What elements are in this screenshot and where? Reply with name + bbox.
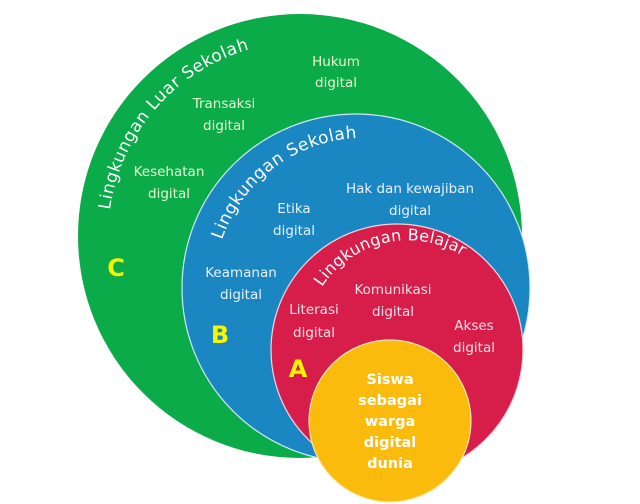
svg-text:digital: digital [293,325,335,341]
outer-item-hukum: Hukum digital [312,54,360,91]
svg-text:warga: warga [365,414,416,430]
svg-text:digital: digital [372,304,414,320]
svg-text:Hak dan kewajiban: Hak dan kewajiban [346,181,474,197]
svg-text:Literasi: Literasi [289,302,338,318]
svg-text:Siswa: Siswa [366,372,413,388]
student-center-circle [308,339,472,503]
learning-letter-a: A [289,355,308,383]
outer-item-transaksi: Transaksi digital [192,96,256,134]
svg-text:digital: digital [203,118,245,134]
svg-text:digital: digital [453,340,495,356]
outer-letter-c: C [107,254,125,282]
svg-text:Hukum: Hukum [312,54,360,70]
school-item-keamanan: Keamanan digital [205,265,277,303]
svg-text:digital: digital [364,435,416,451]
svg-text:digital: digital [273,223,315,239]
svg-text:Komunikasi: Komunikasi [354,282,431,298]
outer-item-kesehatan: Kesehatan digital [134,164,205,202]
svg-text:digital: digital [148,186,190,202]
learning-item-komunikasi: Komunikasi digital [354,282,431,320]
svg-text:sebagai: sebagai [358,393,422,409]
svg-text:Kesehatan: Kesehatan [134,164,205,180]
svg-text:Keamanan: Keamanan [205,265,277,281]
center-label: Siswa sebagai warga digital dunia [358,372,422,472]
svg-text:digital: digital [220,287,262,303]
school-item-hak-kewajiban: Hak dan kewajiban digital [346,181,474,219]
svg-text:digital: digital [315,75,357,91]
svg-text:Akses: Akses [454,318,493,334]
svg-text:Etika: Etika [277,201,310,217]
svg-text:Transaksi: Transaksi [192,96,256,112]
learning-item-akses: Akses digital [453,318,495,356]
svg-text:digital: digital [389,203,431,219]
school-item-etika: Etika digital [273,201,315,239]
svg-text:dunia: dunia [367,456,413,472]
school-letter-b: B [211,321,229,349]
learning-item-literasi: Literasi digital [289,302,338,341]
